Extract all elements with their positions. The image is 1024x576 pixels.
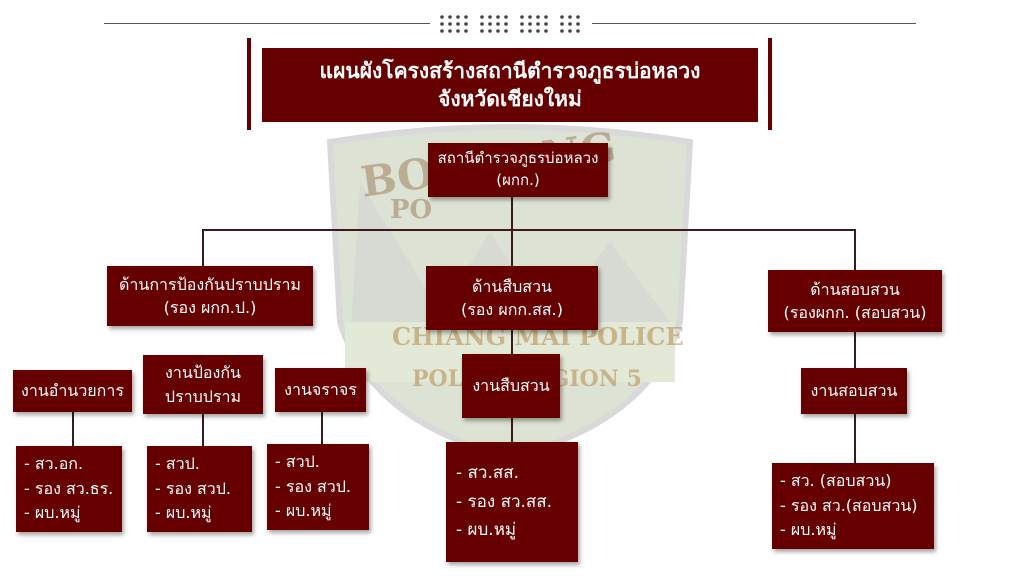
unit-patrol: งานป้องกัน ปราบปราม	[143, 355, 263, 414]
division-prevention-line1: ด้านการป้องกันปราบปราม	[119, 274, 301, 294]
staff-list-investigation: - สว.สส. - รอง สว.สส. - ผบ.หมู่	[446, 442, 578, 562]
division-inquiry-line2: (รองผกก. (สอบสวน)	[783, 303, 927, 322]
connector-traffic-staff	[321, 412, 323, 444]
connector-division-bus	[202, 229, 856, 231]
unit-inquiry: งานสอบสวน	[801, 368, 907, 414]
division-prevention-line2: (รอง ผกก.ป.)	[163, 298, 257, 317]
unit-traffic: งานจราจร	[275, 368, 366, 412]
title-bar-left	[247, 38, 251, 130]
header-dots-ornament	[440, 15, 580, 33]
page-title-line2: จังหวัดเชียงใหม่	[438, 87, 582, 111]
list-item: - รอง สว.(สอบสวน)	[780, 495, 918, 515]
list-item: - สว. (สอบสวน)	[780, 470, 892, 490]
staff-list-inquiry: - สว. (สอบสวน) - รอง สว.(สอบสวน) - ผบ.หม…	[772, 463, 934, 549]
station-root-line2: (ผกก.)	[496, 171, 540, 189]
division-investigation: ด้านสืบสวน (รอง ผกก.สส.)	[426, 266, 598, 330]
connector-root-down	[511, 196, 513, 230]
page-title-line1: แผนผังโครงสร้างสถานีตำรวจภูธรบ่อหลวง	[319, 58, 701, 83]
station-root-node: สถานีตำรวจภูธรบ่อหลวง (ผกก.)	[428, 143, 608, 197]
division-investigation-line1: ด้านสืบสวน	[472, 276, 552, 296]
staff-list-patrol: - สวป. - รอง สวป. - ผบ.หมู่	[147, 446, 252, 532]
connector-investigation-staff	[511, 418, 513, 442]
page-title: แผนผังโครงสร้างสถานีตำรวจภูธรบ่อหลวง จัง…	[262, 48, 758, 122]
watermark-sub-text: PO	[390, 195, 433, 225]
list-item: - ผบ.หมู่	[275, 501, 332, 521]
list-item: - รอง สว.ธร.	[24, 478, 114, 498]
connector-to-investigation	[511, 229, 513, 267]
connector-admin-staff	[72, 412, 74, 446]
staff-list-administration: - สว.อก. - รอง สว.ธร. - ผบ.หมู่	[16, 446, 122, 532]
connector-patrol-staff	[202, 414, 204, 446]
division-inquiry-line1: ด้านสอบสวน	[810, 279, 900, 299]
list-item: - ผบ.หมู่	[155, 503, 212, 523]
header-rule-right	[592, 23, 916, 24]
list-item: - ผบ.หมู่	[780, 520, 837, 540]
connector-to-inquiry	[854, 229, 856, 271]
division-inquiry: ด้านสอบสวน (รองผกก. (สอบสวน)	[768, 270, 942, 332]
list-item: - ผบ.หมู่	[456, 520, 517, 541]
list-item: - สว.อก.	[24, 453, 84, 473]
list-item: - สวป.	[275, 451, 320, 471]
list-item: - รอง สวป.	[275, 476, 351, 496]
station-root-line1: สถานีตำรวจภูธรบ่อหลวง	[437, 149, 599, 168]
list-item: - รอง สวป.	[155, 478, 231, 498]
title-bar-right	[768, 38, 772, 130]
connector-to-prevention	[202, 229, 204, 267]
list-item: - รอง สว.สส.	[456, 491, 553, 512]
list-item: - สว.สส.	[456, 462, 520, 483]
unit-investigation: งานสืบสวน	[462, 354, 560, 418]
unit-patrol-title-line2: ปราบปราม	[164, 386, 242, 406]
unit-traffic-title: งานจราจร	[284, 380, 357, 400]
list-item: - สวป.	[155, 453, 200, 473]
division-prevention: ด้านการป้องกันปราบปราม (รอง ผกก.ป.)	[107, 266, 313, 326]
connector-inquiry-staff	[854, 414, 856, 464]
division-investigation-line2: (รอง ผกก.สส.)	[460, 300, 564, 319]
unit-patrol-title-line1: งานป้องกัน	[165, 363, 241, 383]
connector-investigation-unit	[511, 330, 513, 354]
connector-inquiry-unit	[854, 332, 856, 368]
list-item: - ผบ.หมู่	[24, 503, 81, 523]
staff-list-traffic: - สวป. - รอง สวป. - ผบ.หมู่	[267, 444, 369, 530]
unit-inquiry-title: งานสอบสวน	[810, 381, 898, 401]
unit-administration: งานอำนวยการ	[13, 370, 132, 412]
unit-administration-title: งานอำนวยการ	[21, 381, 124, 401]
header-rule-left	[104, 23, 430, 24]
unit-investigation-title: งานสืบสวน	[472, 376, 550, 396]
